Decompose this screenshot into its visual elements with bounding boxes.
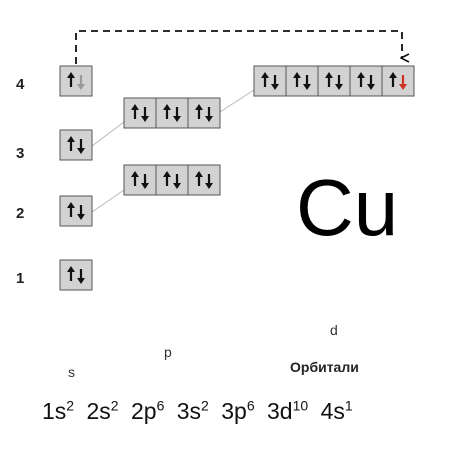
spin-up-arrow	[131, 171, 139, 186]
spin-down-arrow	[77, 75, 85, 90]
electron-jump-dashed-arrow	[75, 30, 402, 64]
spin-up-arrow	[131, 104, 139, 119]
sublevel-connectors	[91, 89, 255, 213]
orbital-box-4s	[59, 65, 93, 97]
orbital-box-3d-1	[253, 65, 287, 97]
spin-down-arrow	[77, 205, 85, 220]
spin-up-arrow	[67, 202, 75, 217]
config-term-2p: 2p6	[130, 397, 165, 424]
orbitals-title: Орбитали	[290, 359, 359, 375]
orbital-box-3p-2	[155, 97, 189, 129]
connector-3s-3p	[91, 121, 125, 147]
orbital-box-1s	[59, 259, 93, 291]
sublevel-label-p: p	[164, 344, 172, 360]
spin-down-arrow	[173, 107, 181, 122]
orbital-box-2p-2	[155, 164, 189, 196]
spin-down-arrow	[367, 75, 375, 90]
spin-down-arrow	[335, 75, 343, 90]
orbital-box-3d-3	[317, 65, 351, 97]
spin-up-arrow	[67, 266, 75, 281]
orbital-box-2s	[59, 195, 93, 227]
spin-down-arrow	[173, 174, 181, 189]
spin-up-arrow	[389, 72, 397, 87]
spin-up-arrow	[163, 171, 171, 186]
orbital-box-2p-3	[187, 164, 221, 196]
spin-up-arrow	[261, 72, 269, 87]
config-term-4s: 4s1	[320, 397, 353, 424]
spin-down-arrow	[77, 269, 85, 284]
spin-up-arrow	[325, 72, 333, 87]
spin-down-arrow	[205, 174, 213, 189]
spin-up-arrow	[293, 72, 301, 87]
orbital-boxes	[59, 65, 415, 291]
level-label-3: 3	[16, 145, 25, 162]
sublevel-label-d: d	[330, 322, 338, 338]
spin-up-arrow	[195, 171, 203, 186]
spin-down-arrow	[303, 75, 311, 90]
level-label-2: 2	[16, 205, 25, 222]
spin-down-arrow	[77, 139, 85, 154]
element-symbol: Cu	[296, 163, 399, 252]
orbital-box-3p-1	[123, 97, 157, 129]
spin-up-arrow	[67, 72, 75, 87]
config-term-3p: 3p6	[221, 397, 255, 424]
orbital-box-2p-1	[123, 164, 157, 196]
config-term-3d: 3d10	[267, 397, 309, 424]
spin-down-arrow	[205, 107, 213, 122]
orbital-box-3d-5	[381, 65, 415, 97]
spin-up-arrow	[67, 136, 75, 151]
spin-up-arrow	[163, 104, 171, 119]
spin-up-arrow	[357, 72, 365, 87]
config-term-3s: 3s2	[176, 397, 209, 424]
level-label-4: 4	[16, 76, 25, 93]
orbital-box-3s	[59, 129, 93, 161]
orbital-box-3d-2	[285, 65, 319, 97]
config-term-1s: 1s2	[42, 397, 75, 424]
connector-3p-3d	[219, 89, 255, 113]
spin-down-arrow	[271, 75, 279, 90]
spin-down-arrow	[141, 174, 149, 189]
spin-down-arrow	[399, 75, 407, 90]
orbital-box-3d-4	[349, 65, 383, 97]
spin-down-arrow	[141, 107, 149, 122]
connector-2s-2p	[91, 189, 125, 213]
spin-up-arrow	[195, 104, 203, 119]
electron-transfer-indicator	[75, 30, 402, 64]
sublevel-label-s: s	[68, 364, 75, 380]
config-term-2s: 2s2	[86, 397, 119, 424]
level-label-1: 1	[16, 270, 25, 287]
orbital-box-3p-3	[187, 97, 221, 129]
electron-configuration: 1s2 2s2 2p6 3s2 3p6 3d10 4s1	[42, 398, 359, 425]
